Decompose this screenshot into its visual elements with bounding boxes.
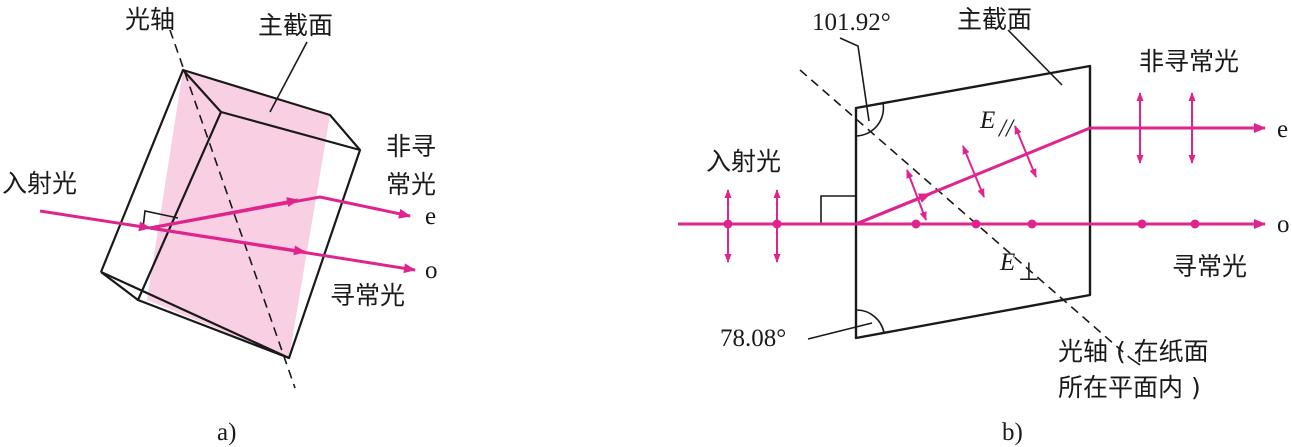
crystal-bottom-edges xyxy=(100,271,139,301)
principal-section-label-a: 主截面 xyxy=(258,11,333,40)
panel-a-label: a) xyxy=(217,419,236,446)
incident-ray-a xyxy=(39,209,151,232)
extraordinary-inner-arrow-b xyxy=(855,192,931,226)
e-label-a: e xyxy=(425,203,436,230)
pol-arrow-inner-3 xyxy=(1014,125,1037,178)
angle-arc-top xyxy=(855,102,885,137)
angle-top-label: 101.92° xyxy=(812,9,891,36)
panel-b-label: b) xyxy=(1002,419,1023,446)
e-parallel-label: E xyxy=(979,107,995,134)
principal-section-label-b: 主截面 xyxy=(957,5,1032,34)
optic-axis-line-b xyxy=(799,69,1131,359)
pol-dot xyxy=(723,219,733,229)
axis-note-leader xyxy=(1129,357,1141,366)
crystal-outline xyxy=(99,68,362,360)
e-perp-label: E xyxy=(999,249,1015,276)
crystal-top-edges xyxy=(99,68,361,273)
rays-b xyxy=(678,123,1266,229)
vertical-polarization-arrows xyxy=(724,92,1196,263)
extraordinary-label-2: 常光 xyxy=(386,170,436,199)
pol-dot xyxy=(1190,219,1200,229)
perpendicular-polarization-dots xyxy=(723,219,1200,229)
extraordinary-label-b: 非寻常光 xyxy=(1139,47,1239,76)
e-perp-sub: ⊥ xyxy=(1018,259,1040,286)
e-label-b: e xyxy=(1277,116,1288,143)
axis-note-line-2: 所在平面内 ) xyxy=(1058,373,1201,402)
principal-section-plane xyxy=(147,70,330,358)
e-parallel-sub: // xyxy=(997,115,1015,142)
optic-axis-line-a xyxy=(169,29,296,389)
ordinary-inner-arrow xyxy=(149,226,306,256)
incident-label-a: 入射光 xyxy=(2,169,77,198)
panel-b: 101.92° 主截面 非寻常光 入射光 e o E // E ⊥ 寻常光 78… xyxy=(678,5,1290,446)
right-angle-mark-b xyxy=(820,195,856,224)
axis-note-line-1: 光轴 ( 在纸面 xyxy=(1058,337,1209,366)
angle-leader-bottom xyxy=(807,322,873,340)
incident-label-b: 入射光 xyxy=(706,147,781,176)
rays-a xyxy=(39,195,416,274)
extraordinary-label-1: 非寻 xyxy=(386,132,436,161)
pol-arrow-inner-1 xyxy=(906,169,927,221)
ordinary-label-a: 寻常光 xyxy=(330,281,405,310)
pol-dot xyxy=(772,219,782,229)
angle-bottom-label: 78.08° xyxy=(720,325,786,352)
o-label-a: o xyxy=(425,257,438,284)
crystal-inner-edge xyxy=(100,270,290,360)
pol-arrow-inner-2 xyxy=(962,145,985,198)
section-leader xyxy=(269,41,308,113)
extraordinary-inner-arrow xyxy=(149,197,299,230)
section-leader-b xyxy=(1007,29,1063,86)
o-label-b: o xyxy=(1277,211,1290,238)
panel-a: 光轴 主截面 入射光 非寻 常光 e o 寻常光 a) xyxy=(2,5,438,446)
pol-dot xyxy=(971,219,981,229)
ordinary-label-b: 寻常光 xyxy=(1172,252,1247,281)
optic-axis-label-a: 光轴 xyxy=(125,5,175,34)
tilted-polarization-arrows xyxy=(906,125,1037,221)
angle-leader-top xyxy=(839,37,870,122)
pol-dot xyxy=(1137,219,1147,229)
pol-dot xyxy=(1027,219,1037,229)
pol-dot xyxy=(911,219,921,229)
crystal-edge-top-left xyxy=(182,69,222,113)
angle-arc-bottom xyxy=(855,309,885,334)
prism-outline xyxy=(854,64,1092,340)
